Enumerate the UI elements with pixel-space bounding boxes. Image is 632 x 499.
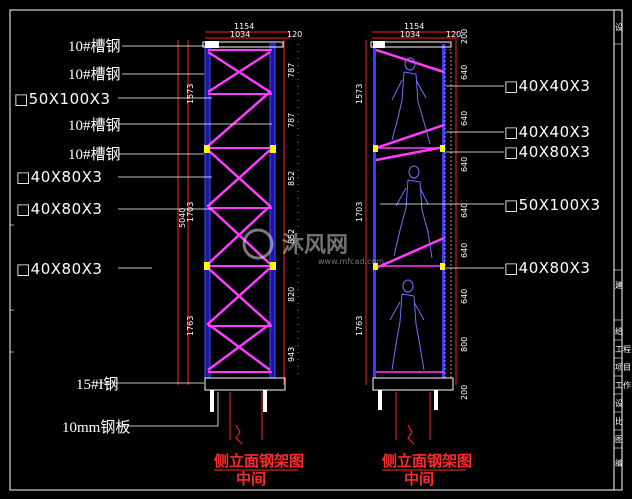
- right-drawing-title: 侧立面钢架图: [382, 452, 472, 470]
- dim-left-top-right: 120: [287, 30, 302, 39]
- dim-right-s2: 640: [460, 111, 469, 126]
- dim-left-r-f: 943: [287, 347, 296, 362]
- right-base-anchor-1: [378, 390, 382, 410]
- dim-right-s8: 200: [460, 385, 469, 400]
- label-tube-40x80-2: □40X80X3: [16, 200, 102, 218]
- dim-left-v-mid: 1703: [186, 202, 195, 222]
- title-block-cell-8: 比: [615, 416, 623, 426]
- title-block-cell-1: 设: [615, 22, 623, 32]
- dim-left-r-a: 787: [287, 63, 296, 78]
- right-horizontals: [376, 147, 444, 373]
- title-block-cell-6: 工作: [615, 380, 631, 390]
- label-tube-40x80-1: □40X80X3: [16, 168, 102, 186]
- right-top-cap: [370, 41, 452, 48]
- dim-right-v-top: 1573: [355, 84, 364, 104]
- label-tube-40x40-1: □40X40X3: [504, 77, 590, 95]
- dim-right-top-inner: 1034: [400, 30, 420, 39]
- figure-middle: [393, 165, 433, 259]
- label-steel-plate: 10mm钢板: [62, 418, 130, 436]
- dim-right-s3: 640: [460, 157, 469, 172]
- title-block-cell-3: 给: [615, 326, 623, 336]
- human-figures: [389, 57, 433, 371]
- title-block: 设 建 给 工程 项目 工作 设 比 图 编: [613, 10, 631, 490]
- label-tube-40x80-right-2: □40X80X3: [504, 259, 590, 277]
- dim-right-v-bot: 1763: [355, 316, 364, 336]
- dim-right-v-mid: 1703: [355, 202, 364, 222]
- dim-right-s1: 640: [460, 65, 469, 80]
- watermark-logo-icon: [242, 228, 274, 260]
- right-slopes: [375, 48, 445, 270]
- dim-left-r-e: 820: [287, 287, 296, 302]
- dim-left-v-top: 1573: [186, 84, 195, 104]
- left-edge-marks: [10, 224, 14, 353]
- right-nodes: [373, 145, 445, 270]
- left-drawing-title: 侧立面钢架图: [214, 452, 304, 470]
- dim-left-r-d: 852: [287, 229, 296, 244]
- dim-right-top-right: 120: [446, 30, 461, 39]
- label-i-beam: 15#I钢: [76, 376, 119, 393]
- left-base-beam: [204, 377, 286, 391]
- drawing-border: [9, 9, 623, 491]
- title-block-cell-2: 建: [615, 280, 623, 290]
- left-base-anchor-1: [210, 390, 214, 412]
- label-channel-steel-2: 10#槽钢: [68, 66, 121, 83]
- watermark: 沐风网 www.mfcad.com: [242, 228, 384, 266]
- title-block-cell-10: 编: [615, 458, 623, 468]
- right-post-right: [442, 44, 445, 378]
- right-side-panel: [444, 49, 452, 379]
- right-base-anchor-2: [434, 390, 438, 410]
- right-break-symbol: [407, 424, 415, 445]
- left-base-anchor-2: [263, 390, 267, 412]
- title-block-cell-9: 图: [615, 435, 623, 444]
- label-channel-steel-1: 10#槽钢: [68, 38, 121, 55]
- left-top-cap: [202, 41, 284, 48]
- left-braces: [206, 50, 273, 372]
- title-block-cell-7: 设: [615, 398, 623, 408]
- left-break-symbol: [235, 424, 243, 445]
- left-leaders: [96, 45, 272, 427]
- label-tube-40x80-right-1: □40X80X3: [504, 143, 590, 161]
- dim-right-top-total: 1154: [404, 22, 424, 31]
- dim-left-top-inner: 1034: [230, 30, 250, 39]
- label-tube-40x40-2: □40X40X3: [504, 123, 590, 141]
- dim-right-s7: 800: [460, 337, 469, 352]
- dim-right-s5: 640: [460, 243, 469, 258]
- left-top-block: [205, 41, 219, 48]
- title-block-cell-4: 工程: [615, 345, 631, 354]
- dim-left-v-bot: 1763: [186, 316, 195, 336]
- right-base-beam: [372, 377, 454, 391]
- label-tube-40x80-3: □40X80X3: [16, 260, 102, 278]
- dim-left-top-total: 1154: [234, 22, 254, 31]
- title-block-cell-5: 项目: [615, 363, 631, 372]
- right-drawing-subtitle: 中间: [404, 470, 434, 488]
- figure-bottom: [389, 279, 425, 371]
- watermark-url: www.mfcad.com: [318, 257, 384, 266]
- label-tube-50x100: □50X100X3: [14, 90, 111, 108]
- right-top-block: [373, 41, 385, 48]
- label-channel-steel-4: 10#槽钢: [68, 146, 121, 163]
- dim-left-r-c: 852: [287, 171, 296, 186]
- label-tube-50x100-right: □50X100X3: [504, 196, 601, 214]
- right-leaders: [380, 85, 504, 269]
- dim-right-top-v: 200: [460, 29, 469, 44]
- left-elevation: [177, 31, 299, 445]
- right-elevation: [365, 31, 458, 445]
- dim-left-r-b: 787: [287, 113, 296, 128]
- dim-right-s4: 640: [460, 203, 469, 218]
- dim-left-v-total: 5040: [178, 208, 187, 228]
- dim-right-s6: 640: [460, 289, 469, 304]
- left-drawing-subtitle: 中间: [236, 470, 266, 488]
- label-channel-steel-3: 10#槽钢: [68, 117, 121, 134]
- right-post-left: [373, 44, 376, 378]
- left-nodes: [204, 145, 276, 270]
- figure-top: [391, 57, 431, 145]
- watermark-brand: 沐风网: [282, 233, 348, 258]
